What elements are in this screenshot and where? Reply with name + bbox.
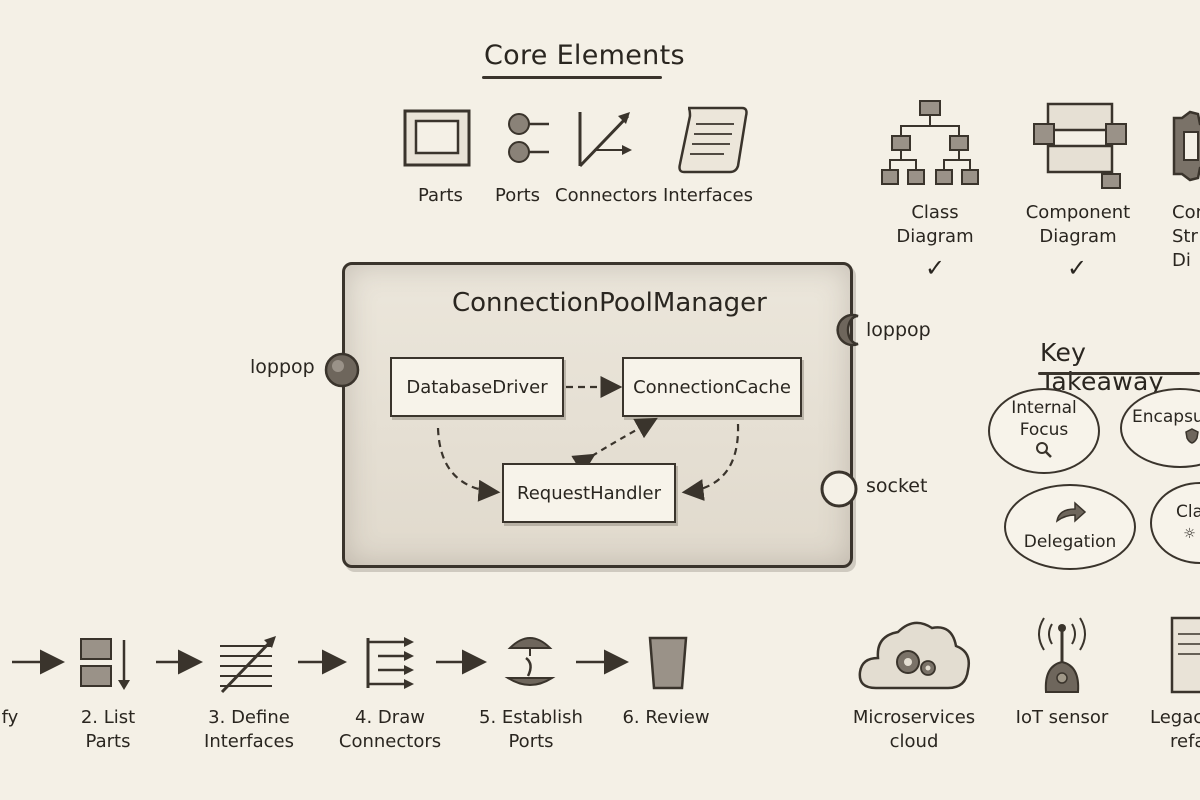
cloud-icon	[858, 621, 970, 690]
socket-port-icon[interactable]	[818, 468, 860, 510]
example-microservices-label: Microservices cloud	[842, 706, 986, 754]
takeaway-delegation: Delegation	[1004, 484, 1136, 570]
document-icon	[1170, 616, 1200, 694]
step-2-line1: 2. List	[80, 707, 136, 728]
class-diagram-label: Class Diagram	[880, 201, 990, 249]
list-parts-icon	[80, 638, 130, 690]
review-icon	[648, 636, 688, 690]
step-5-label: 5. Establish Ports	[468, 706, 594, 754]
takeaway-encapsulation-line1: Encapsu	[1132, 407, 1200, 427]
takeaway-delegation-line1: Delegation	[1023, 532, 1117, 552]
example-legacy-label: Legac refa	[1150, 706, 1200, 754]
component-diagram-label: Component Diagram	[1023, 201, 1133, 249]
composite-line3: Di	[1172, 250, 1191, 271]
cache-to-handler-connector	[681, 423, 740, 501]
core-element-label-parts: Parts	[418, 185, 463, 206]
class-diagram-icon	[881, 100, 979, 185]
core-element-label-interfaces: Interfaces	[663, 185, 753, 206]
component-diagram-line1: Component	[1025, 202, 1131, 223]
step-5-line1: 5. Establish	[479, 707, 583, 728]
core-element-label-ports: Ports	[495, 185, 541, 206]
composite-line1: Com	[1172, 202, 1200, 223]
step-6-line1: 6. Review	[622, 707, 710, 728]
arrow-icon	[1055, 501, 1087, 523]
component-diagram-icon	[1033, 102, 1127, 189]
part-database-driver[interactable]: DatabaseDriver	[390, 357, 564, 417]
shield-icon	[1185, 428, 1199, 444]
example-microservices-line1: Microservices	[852, 707, 976, 728]
takeaway-internal-line1: Internal	[1011, 398, 1077, 418]
interfaces-icon	[678, 106, 748, 174]
takeaway-internal-focus: Internal Focus	[988, 388, 1100, 474]
example-iot-line1: IoT sensor	[1015, 707, 1109, 728]
key-takeaway-title: Key Takeaway	[1040, 338, 1164, 396]
handler-cache-bidirectional-connector	[571, 417, 658, 475]
magnifier-icon	[1036, 442, 1052, 458]
takeaway-internal-line2: Focus	[1019, 420, 1069, 440]
example-legacy-line1: Legac	[1150, 707, 1200, 728]
title-underline	[482, 76, 662, 79]
step-4-line1: 4. Draw	[355, 707, 425, 728]
core-elements-title: Core Elements	[484, 40, 685, 71]
step-2-label: 2. List Parts	[62, 706, 154, 754]
part-connection-cache[interactable]: ConnectionCache	[622, 357, 802, 417]
step-4-label: 4. Draw Connectors	[334, 706, 446, 754]
driver-to-handler-connector	[436, 427, 501, 502]
step-3-line2: Interfaces	[204, 731, 294, 752]
composite-structure-label: Com Str Di	[1172, 201, 1200, 273]
draw-connectors-icon	[366, 637, 414, 689]
takeaway-clarity-line1: Cla	[1176, 502, 1200, 522]
part-request-handler[interactable]: RequestHandler	[502, 463, 676, 523]
component-diagram-check: ✓	[1066, 254, 1088, 282]
example-microservices-line2: cloud	[889, 731, 939, 752]
composite-line2: Str	[1172, 226, 1198, 247]
antenna-icon	[1038, 617, 1086, 693]
step-6-label: 6. Review	[616, 706, 716, 730]
step-1-label: fy	[0, 706, 20, 730]
sun-icon: ☼	[1183, 526, 1196, 542]
step-3-label: 3. Define Interfaces	[194, 706, 304, 754]
component-name: ConnectionPoolManager	[452, 288, 767, 318]
example-iot-label: IoT sensor	[1006, 706, 1118, 730]
socket-port-label: socket	[866, 475, 928, 497]
define-interfaces-icon	[220, 636, 276, 694]
left-port-label: loppop	[250, 356, 315, 378]
component-diagram-line2: Diagram	[1039, 226, 1117, 247]
takeaway-encapsulation: Encapsu	[1120, 388, 1200, 468]
step-3-line1: 3. Define	[208, 707, 290, 728]
step-5-line2: Ports	[508, 731, 554, 752]
step-1-line1: fy	[1, 707, 19, 728]
left-provided-port-icon[interactable]	[322, 350, 362, 390]
example-legacy-line2: refa	[1170, 731, 1200, 752]
class-diagram-line1: Class	[911, 202, 959, 223]
class-diagram-line2: Diagram	[896, 226, 974, 247]
right-top-port-label: loppop	[866, 319, 931, 341]
establish-ports-icon	[504, 637, 556, 686]
ports-icon	[508, 113, 549, 163]
takeaway-underline	[1038, 372, 1200, 375]
class-diagram-check: ✓	[924, 254, 946, 282]
step-4-line2: Connectors	[338, 731, 442, 752]
gear-icon	[1172, 110, 1200, 182]
right-required-port-icon[interactable]	[826, 310, 866, 350]
step-2-line2: Parts	[85, 731, 131, 752]
parts-icon	[403, 109, 471, 167]
core-element-label-connectors: Connectors	[555, 185, 658, 206]
connectors-icon	[578, 112, 632, 168]
